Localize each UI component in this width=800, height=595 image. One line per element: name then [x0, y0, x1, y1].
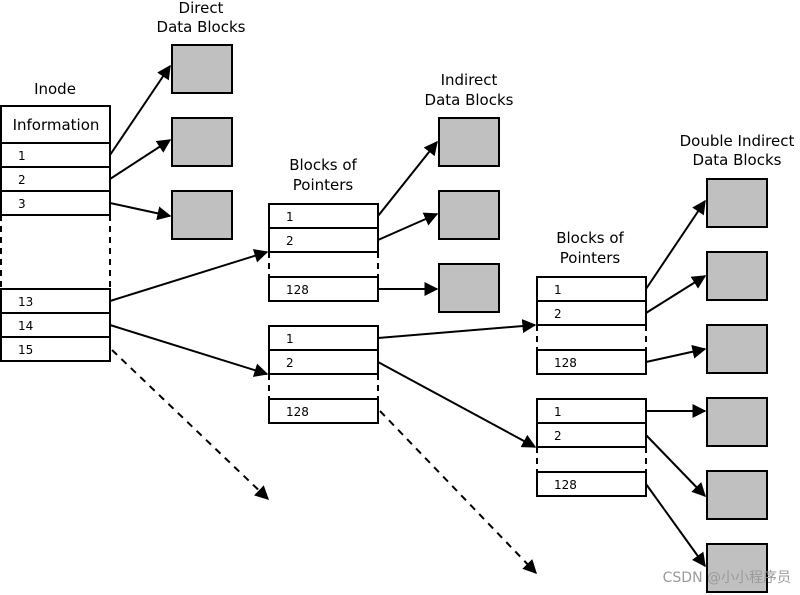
ptr-a-1: 1 [286, 210, 294, 224]
pointer-block-single-indirect: 1 2 128 [268, 203, 379, 302]
double-data-block-6 [706, 543, 768, 593]
ptr-d-2: 2 [554, 429, 562, 443]
inode-num-13: 13 [18, 295, 33, 309]
ptr-a-128: 128 [286, 283, 309, 297]
indirect-heading-line2: Data Blocks [425, 91, 514, 109]
double-indirect-heading-line2: Data Blocks [693, 151, 782, 169]
ptr-c-2: 2 [554, 307, 562, 321]
arrow-double-128-dashed [379, 410, 537, 575]
watermark: CSDN @小小程序员 [663, 570, 791, 586]
pointers-heading-2-line2: Pointers [560, 249, 621, 267]
ptr-d-128: 128 [554, 478, 577, 492]
inode-num-1: 1 [18, 149, 26, 163]
ptr-b-2: 2 [286, 356, 294, 370]
arrow-double-1 [377, 319, 537, 339]
arrow-double-right-2 [645, 434, 706, 498]
double-data-block-3 [706, 324, 768, 374]
inode-num-15: 15 [18, 343, 33, 357]
data-blocks [171, 44, 768, 593]
double-data-block-2 [706, 251, 768, 301]
arrow-double-2 [377, 361, 537, 448]
arrow-inode-15-dashed [111, 349, 270, 500]
pointer-block-double-left: 1 2 128 [536, 276, 647, 375]
pointers-heading-1-line1: Blocks of [289, 156, 357, 174]
double-data-block-4 [706, 397, 768, 447]
direct-data-block-1 [171, 44, 233, 94]
inode-gap [0, 215, 111, 289]
arrow-indirect-2 [377, 212, 439, 241]
double-data-block-5 [706, 470, 768, 520]
inode-info-label: Information [13, 116, 100, 134]
arrow-double-right-128 [645, 483, 706, 568]
indirect-data-block-3 [438, 263, 500, 313]
ptr-d-1: 1 [554, 405, 562, 419]
pointers-heading-2-line1: Blocks of [556, 229, 624, 247]
direct-data-block-3 [171, 190, 233, 240]
indirect-data-block-1 [438, 117, 500, 167]
direct-heading-line2: Data Blocks [157, 18, 246, 36]
dashed-arrows [111, 349, 537, 575]
inode-table [0, 105, 111, 362]
arrow-double-left-1 [645, 199, 706, 290]
ptr-a-2: 2 [286, 234, 294, 248]
direct-heading-line1: Direct [179, 0, 224, 17]
inode-info-cell [0, 105, 111, 144]
indirect-heading-line1: Indirect [441, 71, 498, 89]
inode-num-2: 2 [18, 173, 26, 187]
inode-cell-15 [0, 336, 111, 362]
inode-num-3: 3 [18, 197, 26, 211]
ptr-c-1: 1 [554, 283, 562, 297]
arrow-inode-13 [109, 249, 269, 302]
arrow-direct-3 [109, 202, 172, 221]
double-indirect-heading-line1: Double Indirect [680, 132, 795, 150]
arrows [109, 64, 707, 568]
inode-heading: Inode [34, 80, 76, 98]
double-data-block-1 [706, 178, 768, 228]
arrow-indirect-1 [377, 140, 438, 217]
ptr-c-128: 128 [554, 356, 577, 370]
arrow-direct-1 [109, 64, 171, 156]
arrow-inode-14 [109, 324, 269, 377]
ptr-b-1: 1 [286, 332, 294, 346]
pointers-heading-1-line2: Pointers [293, 176, 354, 194]
pointer-block-double-top: 1 2 128 [268, 325, 379, 424]
direct-data-block-2 [171, 117, 233, 167]
pointer-block-double-right: 1 2 128 [536, 398, 647, 497]
inode-num-14: 14 [18, 319, 33, 333]
indirect-data-block-2 [438, 190, 500, 240]
arrow-direct-2 [109, 139, 172, 180]
ptr-b-128: 128 [286, 405, 309, 419]
arrow-double-left-2 [645, 275, 707, 314]
arrow-double-left-128 [645, 344, 707, 363]
